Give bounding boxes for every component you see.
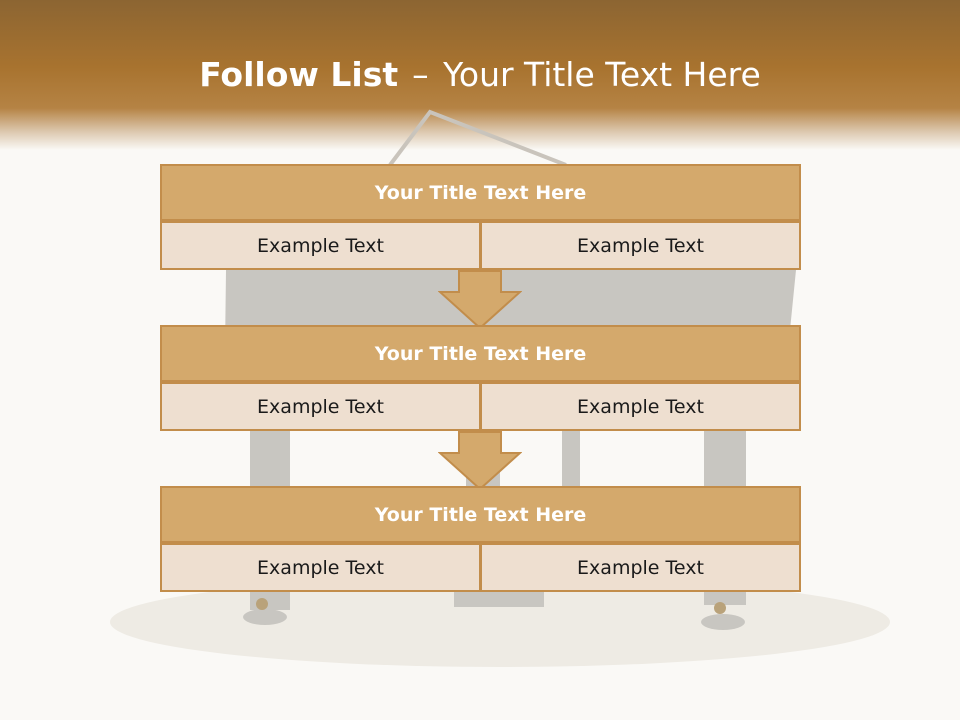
- block-title: Your Title Text Here: [160, 164, 801, 221]
- slide-title: Follow List– Your Title Text Here: [0, 50, 960, 100]
- slide-title-bold: Follow List: [199, 55, 399, 94]
- list-block-3: Your Title Text Here Example Text Exampl…: [160, 486, 801, 592]
- title-banner: [0, 0, 960, 150]
- block-title: Your Title Text Here: [160, 325, 801, 382]
- list-block-2: Your Title Text Here Example Text Exampl…: [160, 325, 801, 431]
- slide-title-dash: –: [412, 55, 429, 94]
- block-cell-left: Example Text: [160, 543, 481, 592]
- block-cell-right: Example Text: [480, 221, 801, 270]
- block-cell-left: Example Text: [160, 382, 481, 431]
- block-cell-right: Example Text: [480, 382, 801, 431]
- down-arrow-icon: [438, 270, 522, 330]
- slide-title-rest: Your Title Text Here: [443, 55, 761, 94]
- block-cell-right: Example Text: [480, 543, 801, 592]
- block-title: Your Title Text Here: [160, 486, 801, 543]
- block-cell-left: Example Text: [160, 221, 481, 270]
- list-block-1: Your Title Text Here Example Text Exampl…: [160, 164, 801, 270]
- down-arrow-icon: [438, 431, 522, 491]
